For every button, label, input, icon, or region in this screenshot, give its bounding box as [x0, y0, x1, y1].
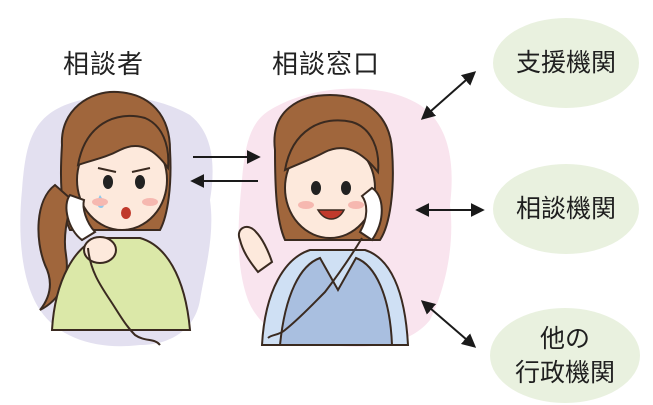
desk-label: 相談窓口	[272, 50, 381, 80]
org-other-admin: 他の 行政機関	[490, 308, 640, 403]
org-consultation: 相談機関	[493, 164, 639, 254]
arrow-desk-other-org	[420, 300, 477, 348]
desk-figure	[237, 93, 410, 346]
consulter-figure	[37, 90, 192, 346]
org-support-label: 支援機関	[515, 48, 616, 77]
org-support: 支援機関	[493, 18, 639, 108]
org-other-admin-line1: 他の	[539, 323, 590, 353]
org-other-admin-line2: 行政機関	[514, 357, 615, 387]
org-consultation-label: 相談機関	[515, 194, 616, 223]
consulter-label: 相談者	[63, 50, 145, 80]
arrow-desk-support-org	[420, 71, 477, 120]
